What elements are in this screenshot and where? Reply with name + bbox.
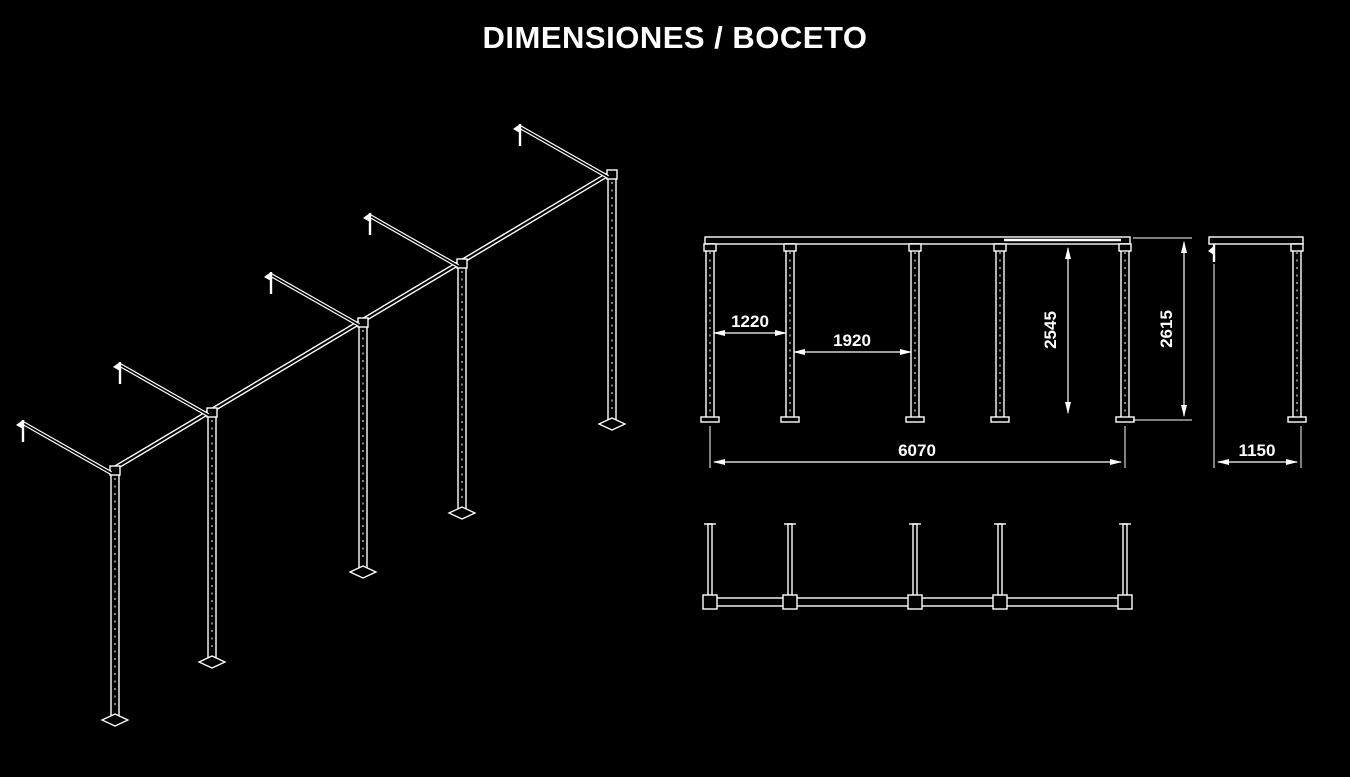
- plan-base-plates: [702, 594, 1133, 610]
- iso-post-2-base-plate: [447, 506, 477, 520]
- iso-pullup-bar-1: [513, 124, 609, 179]
- plan-bars: [704, 523, 1131, 599]
- iso-connector-1: [606, 169, 618, 180]
- dim-label-total-width: 6070: [898, 441, 936, 460]
- rail-connector: [783, 243, 797, 252]
- iso-post-4-base-plate: [197, 655, 227, 669]
- page-title: DIMENSIONES / BOCETO: [482, 20, 868, 55]
- plan-base-plate-4: [992, 594, 1008, 610]
- plan-base-plate-1: [702, 594, 718, 610]
- dim-label-clear-height: 2545: [1041, 311, 1060, 349]
- dim-label-total-height: 2615: [1157, 310, 1176, 348]
- rail-connector: [908, 243, 922, 252]
- bar-end-hook: [16, 420, 23, 429]
- iso-post-1-base-plate: [597, 417, 627, 431]
- side-bar-end-hook: [1208, 246, 1214, 255]
- iso-rail-connectors: [109, 169, 618, 476]
- plan-base-plate-5: [1117, 594, 1133, 610]
- base-plate: [1287, 416, 1307, 423]
- plan-bar-4: [997, 523, 1003, 599]
- front-post-4: [990, 243, 1010, 423]
- front-post-5: [1115, 243, 1135, 423]
- iso-pullup-bar-2: [363, 213, 459, 268]
- iso-connector-3: [357, 317, 369, 328]
- iso-pullup-bar-4: [113, 362, 209, 417]
- plan-base-plate-3: [907, 594, 923, 610]
- iso-post-2: [447, 260, 477, 520]
- iso-post-3-base-plate: [348, 565, 378, 579]
- base-plate: [780, 416, 800, 423]
- front-view: 1220 1920 2545 2615: [700, 236, 1192, 468]
- base-plate: [905, 416, 925, 423]
- rail-connector: [1118, 243, 1132, 252]
- bar-end-hook: [513, 124, 520, 133]
- plan-bar-1: [707, 523, 713, 599]
- iso-post-1: [597, 171, 627, 431]
- iso-post-5: [100, 467, 130, 727]
- iso-connector-4: [206, 407, 218, 418]
- plan-bar-5: [1122, 523, 1128, 599]
- dim-label-depth: 1150: [1239, 441, 1276, 460]
- side-top-bar: [1208, 236, 1304, 245]
- dim-bay2: 1920: [793, 331, 912, 355]
- bar-end-hook: [363, 213, 370, 222]
- plan-base-plate-2: [782, 594, 798, 610]
- dim-bay1: 1220: [713, 312, 787, 336]
- iso-post-5-base-plate: [100, 713, 130, 727]
- plan-bar-3: [912, 523, 918, 599]
- base-plate: [700, 416, 720, 423]
- iso-post-4: [197, 409, 227, 669]
- dim-label-bay2: 1920: [833, 331, 871, 350]
- bar-end-hook: [113, 362, 120, 371]
- rail-connector: [703, 243, 717, 252]
- dim-label-bay1: 1220: [731, 312, 769, 331]
- dim-clear-height: 2545: [1041, 247, 1071, 414]
- dim-total-height: 2615: [1133, 237, 1192, 421]
- front-post-3: [905, 243, 925, 423]
- dim-total-width: 6070: [709, 426, 1126, 468]
- plan-view: [702, 523, 1133, 610]
- isometric-view: [16, 124, 627, 727]
- bar-end-hook: [264, 272, 271, 281]
- iso-pullup-bar-5: [16, 420, 112, 475]
- plan-bar-2: [787, 523, 793, 599]
- side-post: [1287, 243, 1307, 423]
- iso-post-3: [348, 319, 378, 579]
- dim-depth: 1150: [1213, 264, 1302, 468]
- iso-pullup-bar-3: [264, 272, 360, 327]
- base-plate: [990, 416, 1010, 423]
- rail-connector: [1290, 243, 1304, 252]
- rail-connector: [993, 243, 1007, 252]
- front-post-2: [780, 243, 800, 423]
- iso-connector-5: [109, 465, 121, 476]
- side-view: 1150: [1208, 236, 1307, 468]
- base-plate: [1115, 416, 1135, 423]
- iso-connector-2: [456, 258, 468, 269]
